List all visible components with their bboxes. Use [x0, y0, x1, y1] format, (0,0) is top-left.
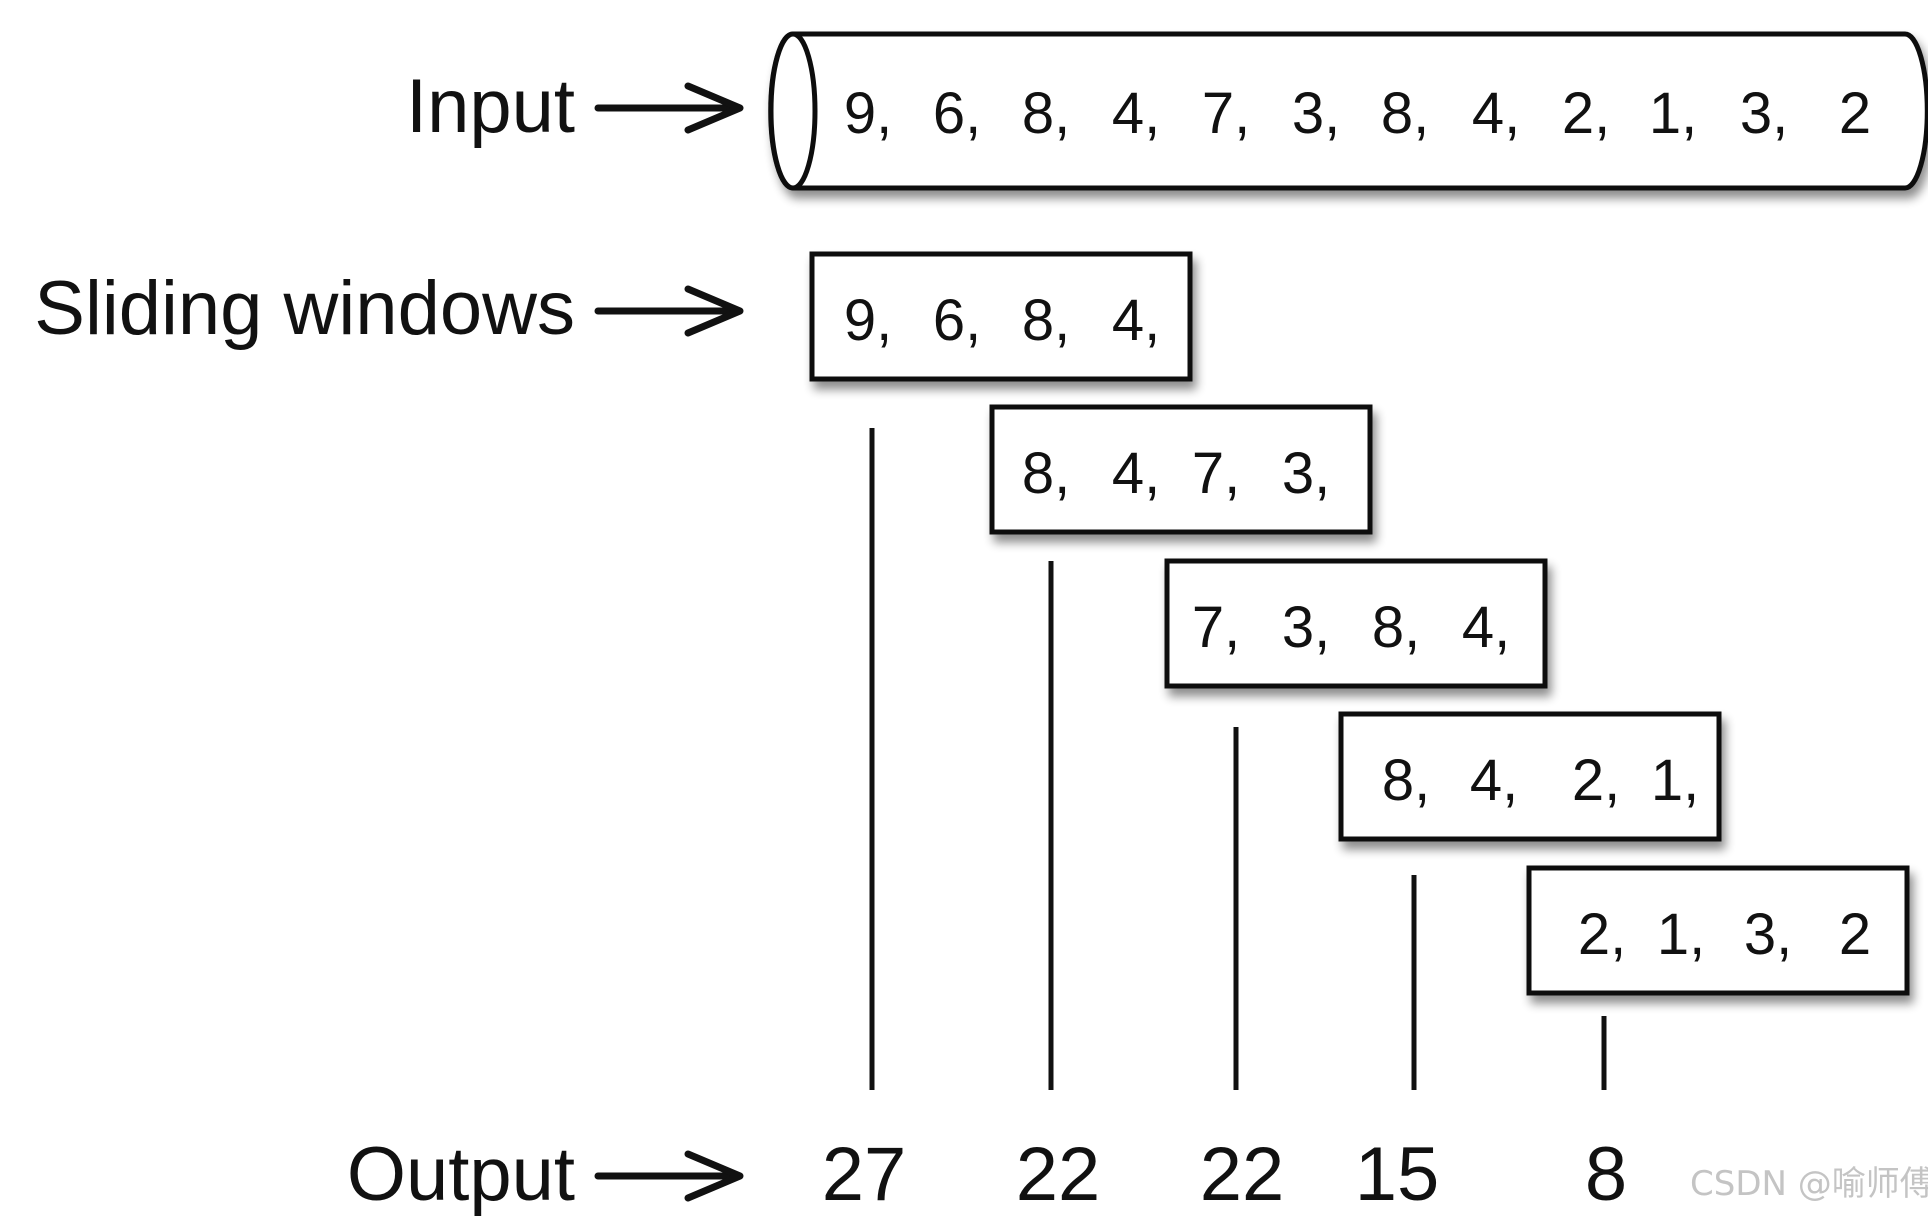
window-value: 9, — [844, 288, 892, 353]
input-value: 9, — [844, 81, 892, 146]
window-value: 3, — [1282, 595, 1330, 660]
output-value: 8 — [1585, 1132, 1627, 1217]
watermark: CSDN @喻师傅 — [1690, 1164, 1928, 1204]
input-label: Input — [406, 64, 575, 149]
output-label: Output — [347, 1132, 575, 1217]
input-value: 2 — [1839, 81, 1871, 146]
input-value: 8, — [1381, 81, 1429, 146]
input-values: 9, 6, 8, 4, 7, 3, 8, 4, 2, 1, 3, 2 — [844, 81, 1871, 146]
window-value: 1, — [1657, 902, 1705, 967]
window-frame — [1164, 558, 1548, 689]
output-value: 22 — [1200, 1132, 1285, 1217]
input-value: 3, — [1292, 81, 1340, 146]
input-value: 4, — [1112, 81, 1160, 146]
window-value: 7, — [1192, 595, 1240, 660]
input-arrow-icon — [594, 82, 744, 134]
window-value: 8, — [1022, 441, 1070, 506]
window-value: 2, — [1578, 902, 1626, 967]
input-value: 7, — [1202, 81, 1250, 146]
window-frame — [1338, 711, 1722, 842]
output-value: 27 — [822, 1132, 907, 1217]
window-value: 4, — [1112, 288, 1160, 353]
output-connectors — [869, 428, 1607, 1090]
window-frame — [989, 404, 1373, 535]
input-value: 2, — [1562, 81, 1610, 146]
sliding-windows-arrow-icon — [594, 285, 744, 337]
window-frame — [809, 251, 1193, 382]
input-stream-cylinder — [768, 31, 1928, 191]
input-value: 4, — [1472, 81, 1520, 146]
window-value: 1, — [1651, 748, 1699, 813]
input-value: 3, — [1740, 81, 1788, 146]
output-arrow-icon — [594, 1150, 744, 1202]
sliding-windows-label: Sliding windows — [34, 266, 575, 351]
output-values: 27 22 22 15 8 — [822, 1132, 1627, 1217]
input-value: 1, — [1649, 81, 1697, 146]
window-value: 4, — [1112, 441, 1160, 506]
window-box: 8, 4, 2, 1, — [1338, 711, 1722, 842]
window-value: 2 — [1839, 902, 1871, 967]
window-box: 8, 4, 7, 3, — [989, 404, 1373, 535]
window-value: 4, — [1462, 595, 1510, 660]
window-value: 8, — [1372, 595, 1420, 660]
window-box: 7, 3, 8, 4, — [1164, 558, 1548, 689]
output-value: 15 — [1355, 1132, 1440, 1217]
input-value: 8, — [1022, 81, 1070, 146]
output-value: 22 — [1016, 1132, 1101, 1217]
window-value: 3, — [1282, 441, 1330, 506]
window-value: 4, — [1470, 748, 1518, 813]
window-value: 8, — [1022, 288, 1070, 353]
window-box: 9, 6, 8, 4, — [809, 251, 1193, 382]
input-value: 6, — [933, 81, 981, 146]
sliding-windows: 9, 6, 8, 4, 8, 4, 7, 3, 7, 3, 8, 4, 8, 4, 2, 1, 2, 1, 3, 2 — [809, 251, 1910, 996]
window-value: 2, — [1572, 748, 1620, 813]
window-value: 6, — [933, 288, 981, 353]
window-value: 7, — [1192, 441, 1240, 506]
window-box: 2, 1, 3, 2 — [1526, 865, 1910, 996]
window-frame — [1526, 865, 1910, 996]
window-value: 3, — [1744, 902, 1792, 967]
window-value: 8, — [1382, 748, 1430, 813]
